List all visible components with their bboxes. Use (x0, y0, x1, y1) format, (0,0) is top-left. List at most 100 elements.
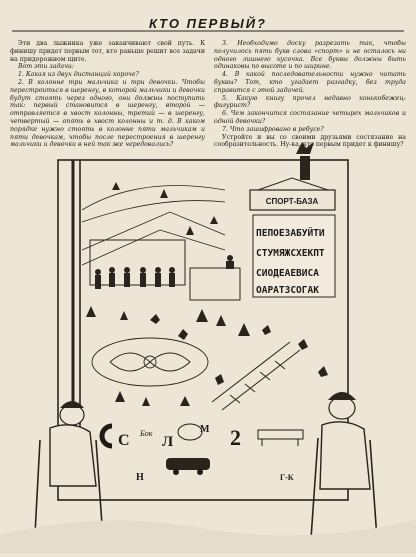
fir-tree (115, 391, 125, 402)
fir-tree (238, 323, 250, 336)
ladder-rungs (229, 360, 286, 404)
child-body (155, 273, 161, 287)
fir-tree (142, 397, 150, 406)
ladder-rail (211, 341, 291, 403)
figure-eight-trace (109, 352, 191, 372)
ladder-rail (221, 349, 301, 411)
rink-ellipse (91, 337, 209, 387)
child-head (109, 267, 115, 273)
right-column: 3. Необходимо доску разрезать так, чтобы… (214, 40, 406, 149)
fir-tree (160, 189, 168, 198)
skater-icon (150, 314, 160, 324)
rebus-digit: 2 (230, 425, 241, 450)
rebus-letters-gk: Г-К (280, 473, 294, 482)
skater-icon (178, 329, 188, 340)
instructor-body (226, 261, 234, 269)
fir-tree (120, 311, 128, 320)
rebus-letter-l: Л (162, 434, 173, 450)
child-body (124, 273, 130, 287)
rebus-letter-c-icon (99, 423, 113, 449)
slope-line-3 (81, 211, 226, 251)
letter-grid-row: ОАРАТЗСОГАК (256, 285, 319, 296)
letter-grid-row: СТУМЯЖСХЕКПТ (256, 248, 325, 259)
title-banner: КТО ПЕРВЫЙ? (12, 15, 404, 32)
skier-head (328, 396, 356, 420)
instructor-head (227, 255, 233, 261)
fir-tree (86, 306, 96, 317)
runner-icon (262, 325, 271, 335)
skater-spin-mark (143, 355, 157, 369)
child-body (95, 275, 101, 289)
fir-trees-top (112, 182, 218, 235)
child-head (95, 269, 101, 275)
rebus-bench-icon (257, 429, 304, 440)
fir-tree (196, 309, 208, 322)
paragraph: 5. Какую книгу прочел недавно конькобеже… (214, 94, 406, 110)
rebus-car-icon (166, 458, 210, 470)
roadside-board-drawing: СПОРТ-БАЗА ПЕПОЕЗАБУЙТИ СТУМЯЖСХЕКПТ СИО… (0, 142, 416, 554)
fir-tree (216, 315, 226, 326)
child-head (155, 267, 161, 273)
skier-jacket (319, 421, 371, 490)
child-head (140, 267, 146, 273)
headline-block: КТО ПЕРВЫЙ? (0, 0, 416, 44)
fir-trees-middle (86, 306, 250, 406)
paragraph: 7. Что зашифровано в ребусе? (222, 125, 324, 133)
slope-line-4 (81, 229, 226, 266)
paragraph: Вот эти задачи: (18, 63, 74, 71)
fir-tree (180, 396, 190, 406)
sport-base-sign: СПОРТ-БАЗА (266, 197, 319, 206)
letter-grid: ПЕПОЕЗАБУЙТИ СТУМЯЖСХЕКПТ СИОДЕАЕВИСА ОА… (252, 214, 336, 298)
paragraph: 2. В колонне три мальчика и три девочки.… (10, 78, 205, 149)
paragraph: 3. Необходимо доску разрезать так, чтобы… (214, 40, 406, 71)
left-column: Эти два лыжника уже заканчивают свой пут… (10, 40, 205, 149)
child-figures (95, 255, 234, 289)
podium (189, 267, 241, 301)
fir-tree (112, 182, 120, 190)
rebus-pot-icon (177, 423, 203, 441)
tower-base (300, 156, 310, 180)
snow-ground (0, 520, 416, 553)
car-wheel-icon (173, 469, 179, 475)
skier-cap-icon (328, 392, 356, 400)
letter-grid-row: СИОДЕАЕВИСА (256, 268, 319, 279)
skier-cap-icon (60, 401, 84, 408)
illustration: СПОРТ-БАЗА ПЕПОЕЗАБУЙТИ СТУМЯЖСХЕКПТ СИО… (0, 140, 416, 554)
skier-right (309, 392, 379, 554)
board-outline (57, 159, 349, 501)
rebus: С Бок Л М 2 Н Г-К (99, 423, 304, 483)
child-head (169, 267, 175, 273)
race-ladder (211, 341, 301, 411)
building-sign (249, 189, 336, 211)
child-head (124, 267, 130, 273)
article-title: КТО ПЕРВЫЙ? (149, 15, 267, 31)
skier-left (33, 401, 105, 554)
children-column (89, 239, 241, 301)
fir-tree (186, 226, 194, 235)
slope-line-1 (81, 185, 226, 211)
skater-figures (150, 314, 188, 340)
runner-icon (318, 366, 328, 377)
runner-icon (298, 339, 308, 350)
rebus-letter-c: С (118, 432, 130, 449)
child-body (109, 273, 115, 287)
paragraph: Эти два лыжника уже заканчивают свой пут… (10, 40, 205, 63)
paragraph: 1. Какая из двух дистанций короче? (18, 71, 139, 79)
paragraph: 6. Чем закончится состязание четырех мал… (214, 110, 406, 125)
ski-slopes (81, 185, 226, 266)
rebus-letter-n: Н (136, 472, 144, 483)
plank-wall (89, 239, 186, 286)
sports-base-building: СПОРТ-БАЗА (249, 142, 336, 211)
paragraph: Устройте и вы со своими друзьями состяза… (214, 133, 406, 149)
child-body (140, 273, 146, 287)
rebus-letter-m: М (200, 424, 210, 435)
skating-rink (91, 337, 209, 387)
child-body (169, 273, 175, 287)
letter-grid-frame (252, 214, 336, 298)
fir-tree (210, 216, 218, 224)
rebus-word: Бок (139, 429, 153, 438)
skier-statue-icon (296, 142, 314, 154)
slope-line-2 (81, 200, 226, 223)
runner-icon (215, 374, 224, 385)
car-wheel-icon (197, 469, 203, 475)
